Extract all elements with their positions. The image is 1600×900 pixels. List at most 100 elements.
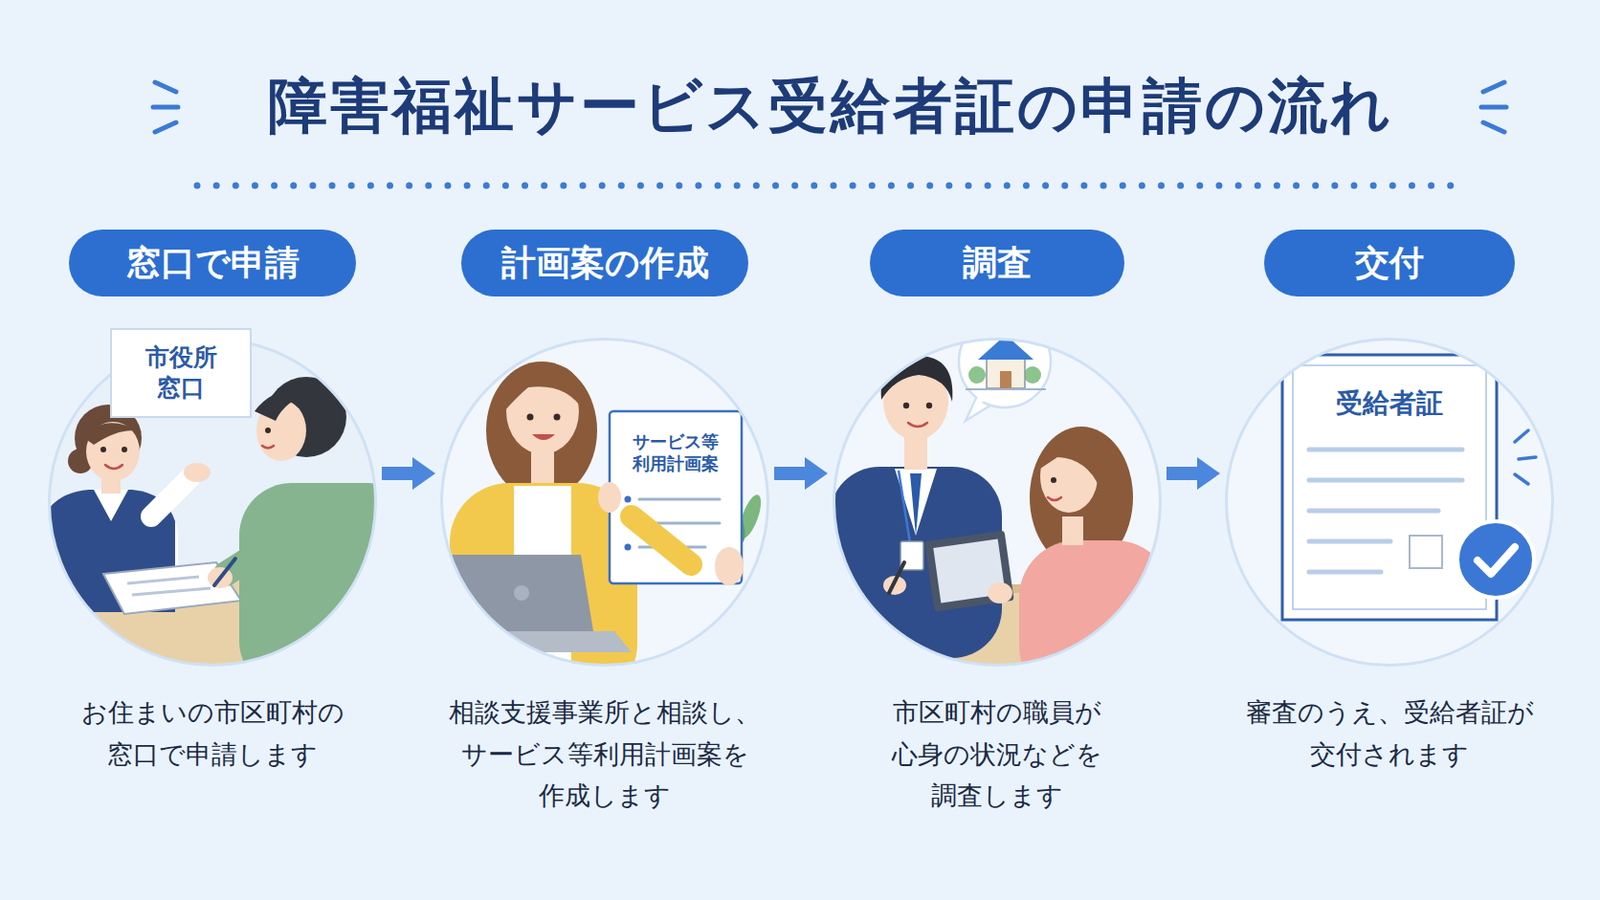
certificate-illustration-part [1514, 474, 1529, 485]
certificate-illustration-part [1292, 365, 1487, 610]
planner-illustration-part [598, 482, 622, 513]
certificate-illustration-part [1514, 430, 1536, 485]
certificate-illustration-part [1309, 539, 1391, 545]
planner-illustration-part [624, 496, 632, 504]
counter-illustration [34, 325, 422, 694]
title-decoration-part [153, 105, 178, 111]
survey-illustration-part [986, 355, 1025, 389]
counter-illustration-part [262, 445, 274, 449]
counter-illustration-part [34, 325, 422, 694]
circle-outline [832, 337, 1162, 667]
survey-illustration-part [1040, 434, 1109, 508]
certificate-illustration [1224, 337, 1555, 667]
counter-illustration-part [103, 562, 242, 615]
survey-illustration-part [881, 355, 954, 402]
step-circle: 相談支援事業所と相談し、 サービス等利用計画案を 作成します [440, 337, 770, 818]
title-decoration-part [1481, 105, 1507, 111]
survey-illustration-part [898, 470, 911, 544]
step-heading-pill: 窓口で申請 [68, 229, 356, 297]
title-decoration-part [1483, 82, 1505, 92]
step-circle: 市区町村の職員が 心身の状況などを 調査します [832, 337, 1162, 818]
certificate-illustration-part [1477, 547, 1515, 575]
counter-illustration-part [214, 558, 236, 586]
survey-illustration-part [965, 388, 1046, 391]
title-decoration-part [155, 82, 177, 92]
step-heading-pill: 計画案の作成 [461, 229, 749, 297]
circle-outline [440, 337, 770, 667]
title-decoration-part [155, 122, 177, 133]
certificate-illustration-part [1514, 430, 1529, 443]
document-title: サービス等 利用計画案 [622, 430, 729, 476]
survey-illustration-part [1050, 477, 1057, 484]
survey-illustration-part [904, 435, 928, 470]
counter-illustration-part [132, 588, 211, 596]
certificate-illustration-part [1282, 355, 1536, 621]
planner-illustration-part [714, 547, 744, 586]
step-caption: 市区町村の職員が 心身の状況などを 調査します [834, 691, 1160, 818]
planner-illustration [403, 337, 770, 704]
page-title: 障害福祉サービス受給者証の申請の流れ [267, 76, 1394, 136]
planner-illustration-part [513, 585, 530, 601]
survey-illustration-part [973, 391, 995, 407]
survey-illustration-part [903, 402, 910, 409]
counter-illustration-part [121, 446, 128, 453]
planner-illustration-part [624, 544, 632, 552]
flow-arrow [774, 466, 805, 481]
planner-illustration-part [403, 361, 766, 704]
planner-illustration-part [449, 555, 594, 632]
step-heading-pill: 調査 [869, 229, 1125, 297]
title-decoration-part [1483, 122, 1505, 133]
flow-arrow [1166, 466, 1198, 481]
planner-illustration-part [532, 434, 556, 441]
certificate-illustration-part [1309, 447, 1463, 453]
survey-illustration-part [968, 366, 986, 384]
certificate-illustration-part [1518, 457, 1536, 460]
counter-illustration-part [239, 483, 422, 694]
step-caption: お住まいの市区町村の 窓口で申請します [49, 691, 376, 776]
survey-illustration-part [987, 582, 1013, 604]
counter-illustration-part [105, 465, 123, 469]
counter-illustration-part [151, 478, 190, 517]
survey-illustration-part [1023, 366, 1042, 384]
planner-illustration-part [554, 414, 561, 422]
step-caption: 審査のうえ、受給者証が 交付されます [1226, 691, 1553, 776]
counter-illustration-part [127, 577, 200, 584]
planner-illustration-part [504, 363, 584, 412]
planner-illustration-part [639, 498, 720, 502]
counter-illustration-part [100, 446, 107, 453]
counter-illustration-part [225, 535, 286, 575]
counter-illustration-part [265, 427, 271, 434]
certificate-illustration-part [1224, 337, 1555, 667]
certificate-illustration-part [1409, 535, 1443, 569]
certificate-illustration-part [1309, 449, 1463, 573]
step-heading-pill: 交付 [1264, 229, 1515, 297]
survey-illustration-part [926, 402, 933, 409]
planner-illustration-part [403, 631, 632, 653]
planner-illustration-part [631, 516, 691, 565]
sign-text: 市役所 窓口 [110, 328, 252, 419]
survey-illustration-part [1019, 540, 1173, 704]
survey-illustration-part [910, 473, 922, 536]
planner-illustration-part [486, 361, 598, 500]
dotted-rule [197, 182, 1451, 190]
step-heading: 交付 [1355, 245, 1424, 281]
circle-outline [1224, 337, 1555, 667]
certificate-title: 受給者証 [1293, 386, 1486, 422]
survey-illustration [827, 315, 1173, 704]
survey-illustration-part [924, 531, 1014, 613]
step-heading: 窓口で申請 [126, 245, 300, 281]
survey-illustration-part [1000, 371, 1012, 389]
certificate-illustration-part [1309, 509, 1439, 514]
survey-illustration-part [827, 315, 1173, 704]
counter-illustration-part [93, 489, 129, 522]
counter-illustration-part [183, 463, 211, 483]
counter-illustration-part [84, 422, 142, 445]
counter-illustration-part [254, 390, 314, 423]
flow-arrow [381, 466, 413, 481]
step-caption: 相談支援事業所と相談し、 サービス等利用計画案を 作成します [442, 691, 768, 818]
planner-illustration-part [527, 414, 534, 422]
survey-illustration-part [1047, 497, 1062, 501]
survey-illustration-part [888, 562, 905, 594]
step-heading: 計画案の作成 [501, 245, 710, 281]
